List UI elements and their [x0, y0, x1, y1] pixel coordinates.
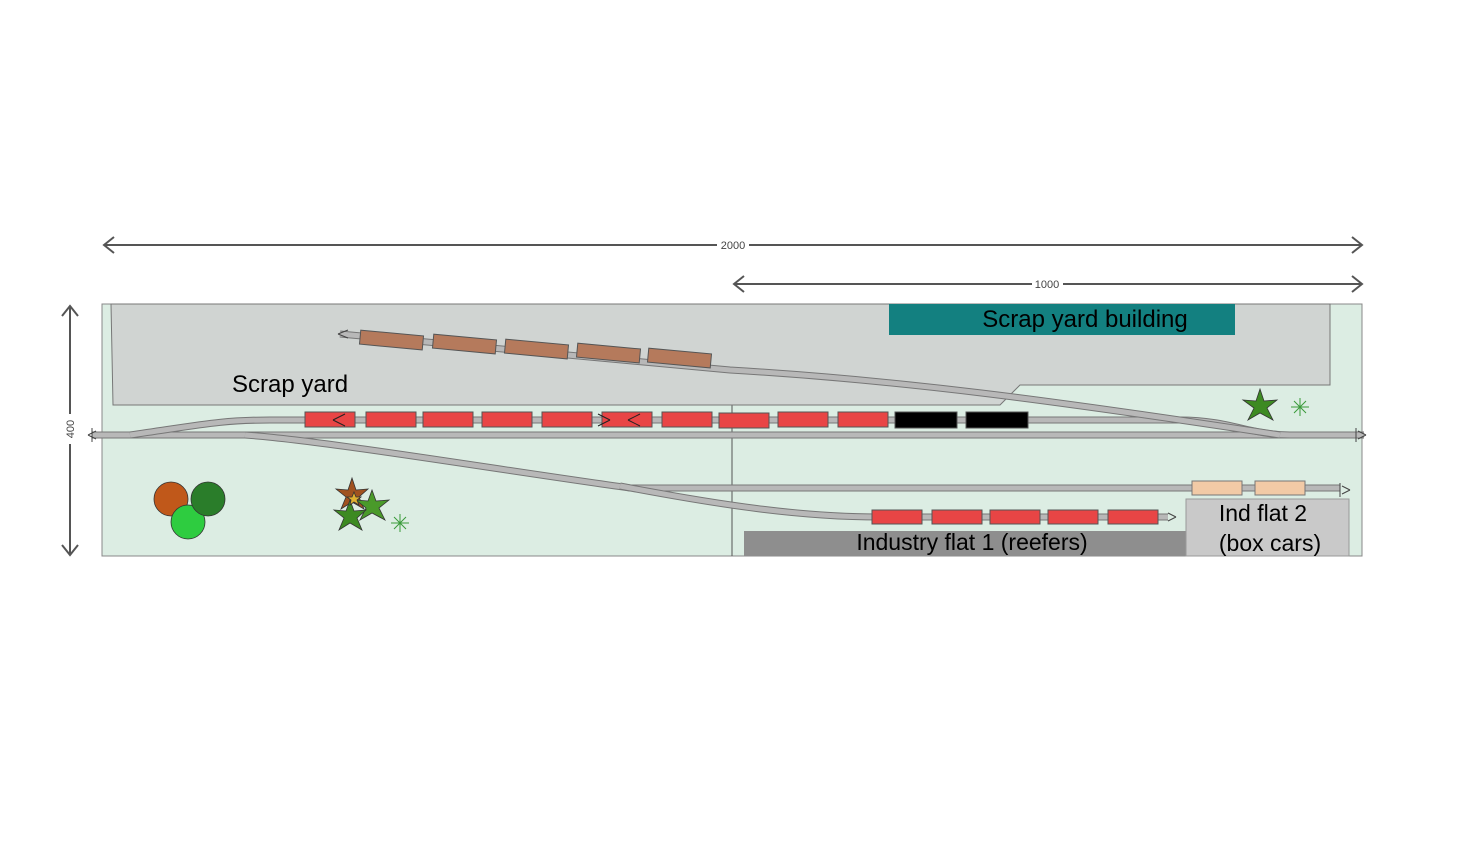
dimension-depth: [61, 304, 79, 557]
gondola: [646, 347, 713, 369]
reefer-car: [481, 411, 533, 428]
dimension-width-half: [732, 275, 1364, 293]
reefer-car: [989, 509, 1041, 525]
tracks: [92, 330, 1364, 521]
dimension-width-total-label: 2000: [721, 240, 745, 252]
bush: [1291, 398, 1309, 416]
industry-flat-1-label: Industry flat 1 (reefers): [856, 529, 1087, 555]
reefer-car: [365, 411, 417, 428]
reefer-car: [1047, 509, 1099, 525]
reefer-car: [661, 411, 713, 428]
tree-green: [332, 498, 368, 532]
reefer-car: [837, 411, 889, 428]
scrap-yard-building: [889, 304, 1235, 335]
reefer-car: [304, 411, 356, 428]
tree-yellow: [345, 490, 363, 506]
reefer-car: [718, 412, 770, 429]
reefer-car: [601, 411, 653, 428]
buffer-stops: [87, 329, 1367, 522]
bush: [391, 514, 409, 532]
scrap-yard-building-label: Scrap yard building: [982, 306, 1187, 333]
dimension-width-total: [102, 236, 1364, 254]
scrap-siding-gondolas: [358, 329, 713, 369]
reefer-car: [871, 509, 923, 525]
tree-green: [1241, 387, 1279, 422]
tree-star-right: [1241, 387, 1279, 422]
reefer-car: [541, 411, 593, 428]
industry-flat-1: [744, 531, 1188, 556]
tree-cluster-star: [332, 476, 391, 532]
gondola: [575, 342, 642, 364]
main-line-train: [304, 411, 1029, 429]
reefer-car: [931, 509, 983, 525]
gondola: [503, 338, 570, 360]
tree-dark-green: [190, 481, 226, 517]
box-car: [1254, 480, 1306, 496]
dimension-width-half-label: 1000: [1035, 279, 1059, 291]
industry-2-boxcars: [1191, 480, 1306, 496]
reefer-car: [422, 411, 474, 428]
box-car: [1191, 480, 1243, 496]
direction-markers: [332, 413, 641, 427]
gondola: [358, 329, 425, 351]
tree-cluster-round: [153, 481, 226, 540]
bush-markers: [391, 398, 1309, 532]
industry-flat-2-label-line2: (box cars): [1219, 530, 1321, 556]
locomotive: [894, 411, 958, 429]
scrap-yard-label: Scrap yard: [232, 371, 348, 398]
reefer-car: [777, 411, 829, 428]
industry-flat-2-label-line1: Ind flat 2: [1219, 500, 1307, 526]
industry-flat-2: [1185, 498, 1350, 557]
tree-light-green: [170, 504, 206, 540]
reefer-car: [1107, 509, 1159, 525]
tree-green: [354, 488, 391, 522]
locomotive: [965, 411, 1029, 429]
dimension-depth-label: 400: [65, 420, 77, 438]
industry-1-reefers: [871, 509, 1159, 525]
gondola: [431, 333, 498, 355]
